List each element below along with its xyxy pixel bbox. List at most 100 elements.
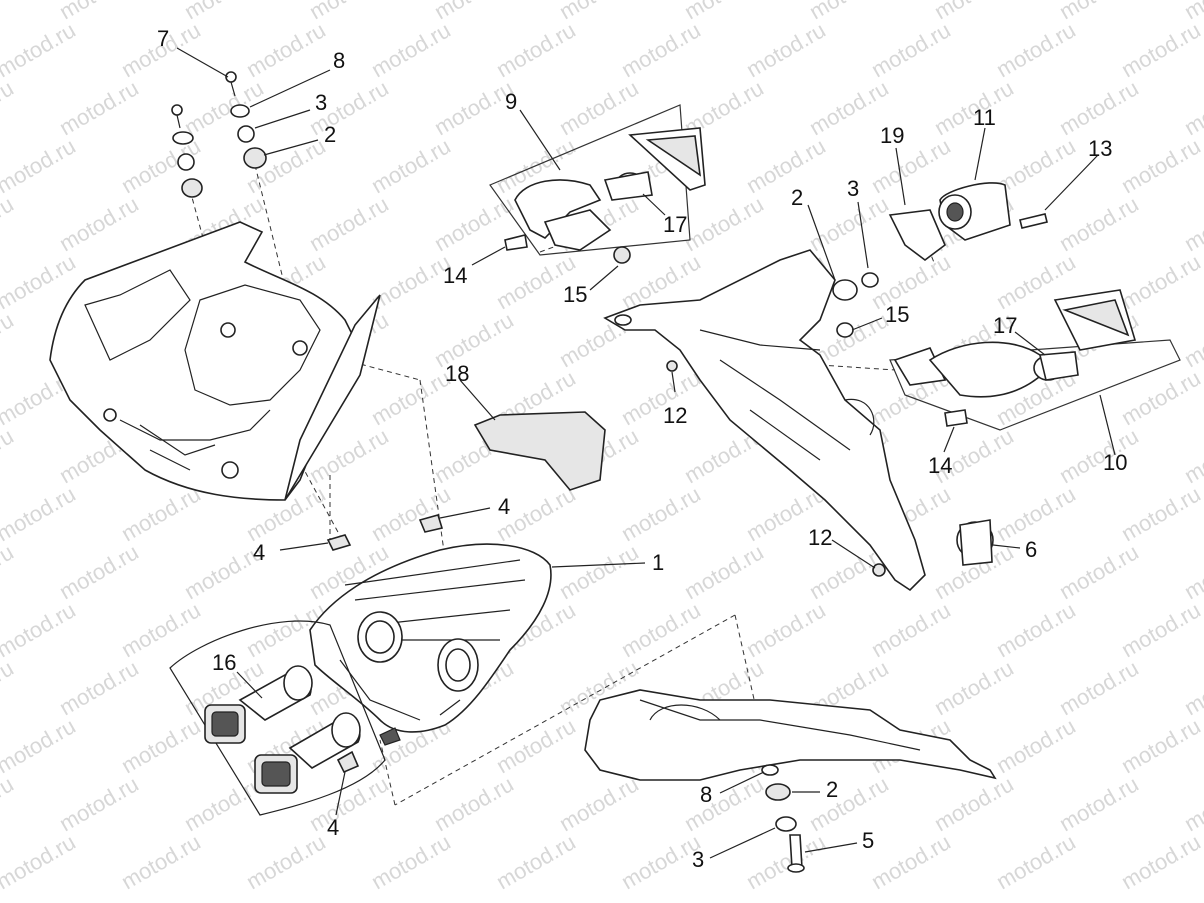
watermark-text: motod.ru: [555, 539, 643, 604]
watermark-text: motod.ru: [680, 771, 768, 836]
callout-5: 5: [862, 828, 874, 853]
watermark-text: motod.ru: [742, 829, 830, 894]
callout-15: 15: [885, 302, 909, 327]
watermark-text: motod.ru: [0, 539, 18, 604]
watermark-text: motod.ru: [1055, 539, 1143, 604]
watermark-text: motod.ru: [617, 481, 705, 546]
watermark-text: motod.ru: [0, 713, 80, 778]
watermark-text: motod.ru: [367, 481, 455, 546]
watermark-text: motod.ru: [0, 191, 18, 256]
seat-cowl: [49, 221, 381, 501]
callout-3: 3: [692, 847, 704, 872]
watermark-text: motod.ru: [0, 423, 18, 488]
watermark-text: motod.ru: [742, 17, 830, 82]
watermark-text: motod.ru: [55, 191, 143, 256]
watermark-text: motod.ru: [367, 365, 455, 430]
callout-17: 17: [993, 313, 1017, 338]
left-turn-indicator: [489, 104, 706, 264]
watermark-text: motod.ru: [867, 597, 955, 662]
watermark-text: motod.ru: [1117, 365, 1204, 430]
watermark-text: motod.ru: [492, 829, 580, 894]
watermark-text: motod.ru: [617, 597, 705, 662]
watermark-text: motod.ru: [0, 0, 18, 24]
tail-light-housing: [309, 543, 552, 746]
callout-17: 17: [663, 212, 687, 237]
callout-4: 4: [327, 815, 339, 840]
watermark-text: motod.ru: [492, 17, 580, 82]
foam-pad: [473, 411, 606, 491]
watermark-text: motod.ru: [0, 597, 80, 662]
rear-subframe: [584, 689, 997, 873]
callout-15: 15: [563, 282, 587, 307]
leader-lines: [176, 47, 1116, 859]
watermark-text: motod.ru: [930, 655, 1018, 720]
callout-14: 14: [928, 453, 952, 478]
callout-13: 13: [1088, 136, 1112, 161]
callout-8: 8: [700, 782, 712, 807]
callout-4: 4: [498, 494, 510, 519]
watermark-text: motod.ru: [617, 17, 705, 82]
watermark-text: motod.ru: [1180, 655, 1204, 720]
callout-14: 14: [443, 263, 467, 288]
watermark-text: motod.ru: [430, 307, 518, 372]
watermark-text: motod.ru: [1117, 249, 1204, 314]
watermark-text: motod.ru: [742, 133, 830, 198]
watermark-text: motod.ru: [867, 249, 955, 314]
bulb-socket-assembly: [169, 620, 386, 816]
callout-2: 2: [324, 122, 336, 147]
watermark-text: motod.ru: [1117, 17, 1204, 82]
watermark-text: motod.ru: [617, 365, 705, 430]
callout-6: 6: [1025, 537, 1037, 562]
watermark-text: motod.ru: [1180, 423, 1204, 488]
watermark-text: motod.ru: [1055, 655, 1143, 720]
license-light-assembly: [888, 182, 1048, 566]
watermark-text: motod.ru: [367, 17, 455, 82]
callout-3: 3: [847, 176, 859, 201]
watermark-text: motod.ru: [1180, 307, 1204, 372]
watermark-text: motod.ru: [1180, 191, 1204, 256]
callout-12: 12: [808, 525, 832, 550]
watermark-text: motod.ru: [305, 191, 393, 256]
watermark-text: motod.ru: [680, 191, 768, 256]
watermark-text: motod.ru: [367, 249, 455, 314]
watermark-text: motod.ru: [992, 597, 1080, 662]
watermark-text: motod.ru: [992, 17, 1080, 82]
watermark-text: motod.ru: [242, 17, 330, 82]
watermark-text: motod.ru: [430, 771, 518, 836]
watermark-text: motod.ru: [117, 481, 205, 546]
callout-2: 2: [791, 185, 803, 210]
watermark-text: motod.ru: [55, 655, 143, 720]
watermark-text: motod.ru: [0, 307, 18, 372]
watermark-text: motod.ru: [867, 17, 955, 82]
watermark-text: motod.ru: [1055, 423, 1143, 488]
callout-numbers: 7 8 3 2 9 17 14 15 2 3 19 11 13 15 17 18…: [157, 26, 1127, 872]
clips: [326, 514, 444, 774]
watermark-text: motod.ru: [0, 771, 18, 836]
watermark-text: motod.ru: [0, 829, 80, 894]
right-turn-indicator: [889, 289, 1181, 431]
watermark-text: motod.ru: [55, 75, 143, 140]
watermark-text: motod.ru: [1180, 771, 1204, 836]
callout-16: 16: [212, 650, 236, 675]
watermark-text: motod.ru: [492, 713, 580, 778]
watermark-text: motod.ru: [305, 771, 393, 836]
watermark-text: motod.ru: [0, 133, 80, 198]
watermark-text: motod.ru: [117, 713, 205, 778]
license-plate-bracket: [603, 249, 926, 592]
watermark-text: motod.ru: [992, 713, 1080, 778]
watermark-text: motod.ru: [55, 539, 143, 604]
callout-10: 10: [1103, 450, 1127, 475]
watermark-text: motod.ru: [0, 17, 80, 82]
callout-19: 19: [880, 123, 904, 148]
hardware-left-stack: [171, 71, 267, 198]
watermark-text: motod.ru: [117, 829, 205, 894]
callout-9: 9: [505, 89, 517, 114]
callout-18: 18: [445, 361, 469, 386]
watermark-text: motod.ru: [1055, 75, 1143, 140]
watermark-text: motod.ru: [55, 771, 143, 836]
watermark-text: motod.ru: [1180, 539, 1204, 604]
watermark-text: motod.ru: [992, 829, 1080, 894]
watermark-text: motod.ru: [680, 539, 768, 604]
watermark-text: motod.ru: [1055, 771, 1143, 836]
